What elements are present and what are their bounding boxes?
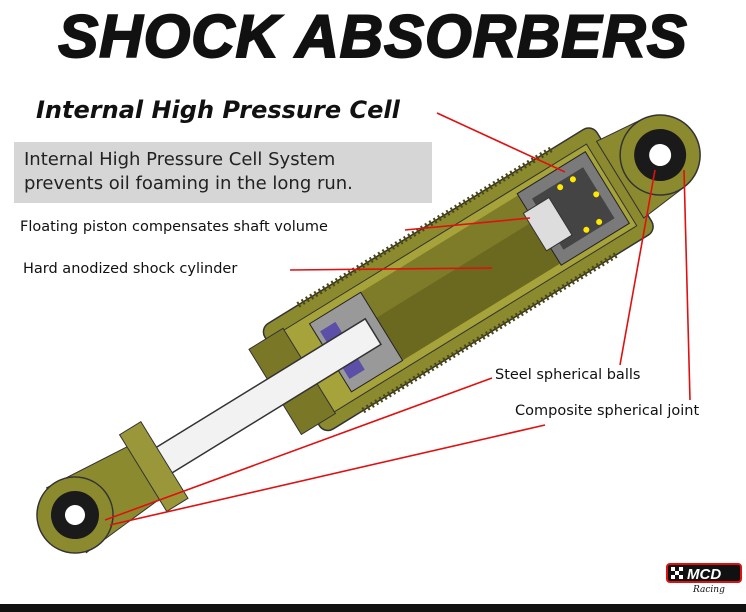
callout-lines [104, 112, 691, 526]
info-line-1: Internal High Pressure Cell System [24, 149, 336, 170]
info-box: Internal High Pressure Cell System preve… [14, 142, 432, 203]
svg-text:Racing: Racing [692, 585, 725, 594]
bottom-bar [0, 604, 746, 612]
info-line-2: prevents oil foaming in the long run. [24, 173, 353, 194]
label-cylinder: Hard anodized shock cylinder [23, 261, 238, 277]
label-floating-piston: Floating piston compensates shaft volume [20, 219, 328, 235]
page-title: SHOCK ABSORBERS [57, 2, 688, 71]
mcd-racing-logo: MCD Racing [665, 562, 743, 598]
label-balls: Steel spherical balls [495, 367, 641, 383]
subtitle: Internal High Pressure Cell [36, 96, 400, 124]
svg-text:MCD: MCD [687, 566, 721, 583]
label-joint: Composite spherical joint [515, 403, 700, 419]
